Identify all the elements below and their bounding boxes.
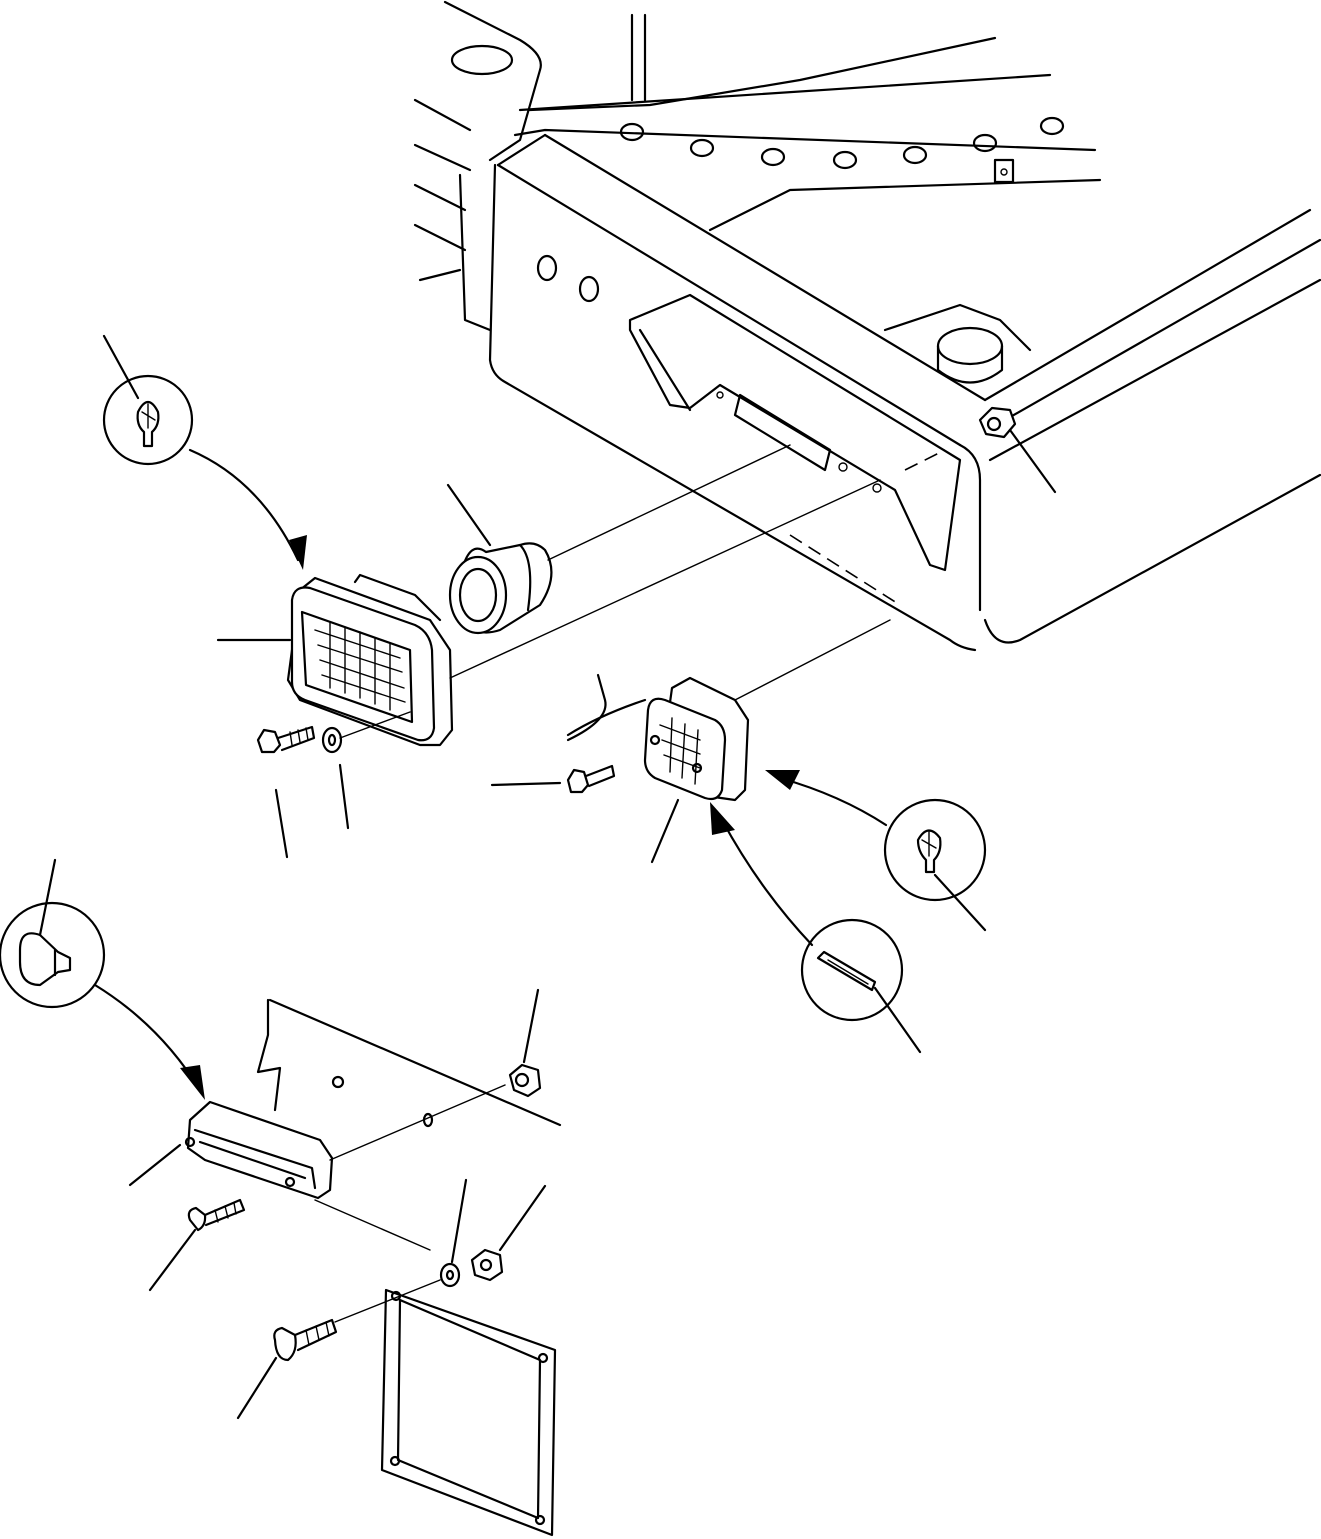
work-lamp [216, 573, 454, 747]
bulb-pointer-arrow-3 [720, 818, 814, 947]
arrow-head-3 [710, 802, 735, 835]
bulb-pointer-arrow-4 [93, 983, 202, 1092]
license-lamp [128, 1100, 334, 1200]
plate-washer [439, 1178, 468, 1288]
arrow-head-4 [180, 1065, 205, 1100]
plate-bolt [236, 1318, 338, 1420]
arrow-head-2 [765, 770, 800, 790]
work-lamp-bulb-detail [102, 334, 194, 466]
machine-frame [413, 0, 1321, 652]
rear-lamp-bolt [490, 764, 616, 794]
leader-rear-lamp [650, 798, 680, 864]
plate-nut [470, 1184, 547, 1282]
bulb-pointer-arrow-2 [778, 776, 888, 827]
rear-lamp [566, 534, 901, 802]
festoon-bulb-detail [800, 918, 922, 1054]
arrow-head-1 [289, 535, 307, 570]
license-lamp-bulb-detail [0, 858, 106, 1009]
license-plate [334, 1279, 557, 1537]
work-lamp-bolt [256, 725, 316, 859]
rubber-sleeve [446, 444, 791, 635]
mounting-bracket-outline [256, 998, 562, 1251]
leader-work-lamp-axis [449, 479, 881, 679]
rear-lamp-bulb-detail [883, 798, 987, 932]
bulb-pointer-arrow-1 [188, 448, 300, 562]
license-lamp-screw [148, 1198, 246, 1292]
work-lamp-washer [321, 711, 411, 830]
license-lamp-nut [508, 988, 542, 1098]
